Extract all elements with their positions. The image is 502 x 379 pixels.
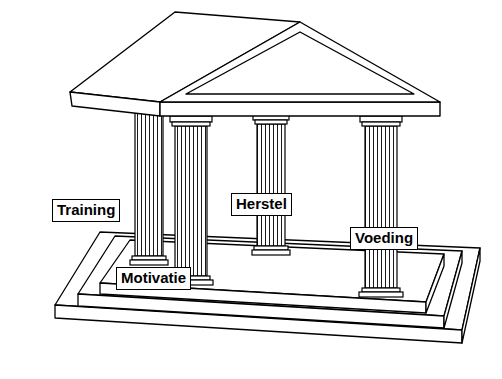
label-text: Motivatie (121, 269, 186, 287)
temple-roof (70, 12, 440, 116)
front-columns (169, 116, 403, 297)
label-text: Herstel (236, 195, 287, 213)
column-label: Voeding (350, 227, 418, 250)
label-text: Training (57, 201, 115, 219)
back-columns (130, 98, 290, 265)
column-label: Training (52, 199, 120, 222)
column-label: Motivatie (116, 267, 191, 290)
label-text: Voeding (355, 229, 413, 247)
column-label: Herstel (231, 193, 292, 216)
